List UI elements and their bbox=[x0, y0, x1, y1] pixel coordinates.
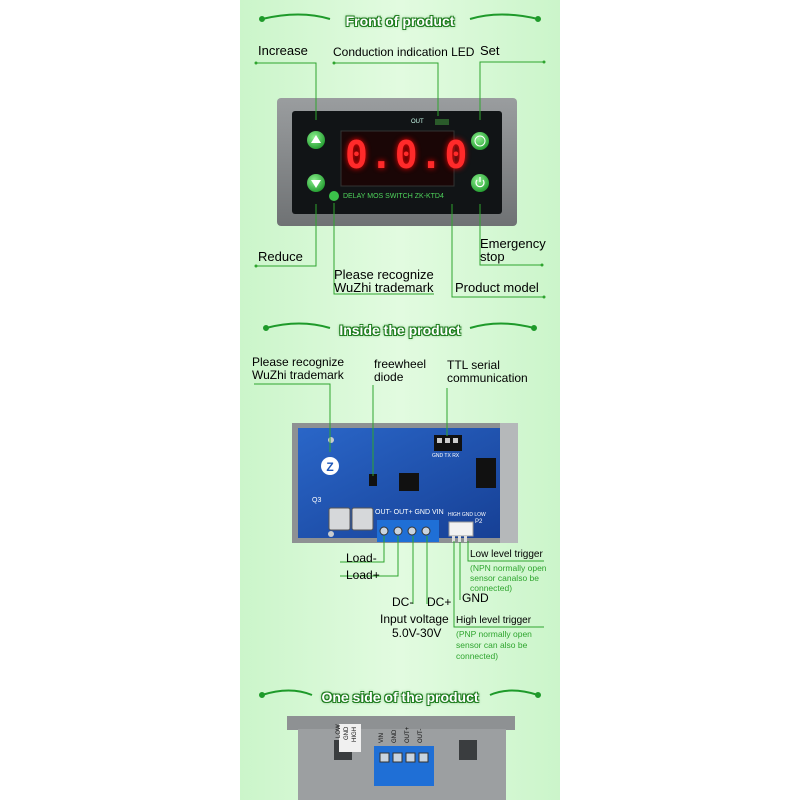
label-emergency-stop-line2: stop bbox=[480, 249, 505, 264]
label-reduce: Reduce bbox=[258, 249, 303, 264]
label-load-plus: Load+ bbox=[346, 568, 380, 582]
set-button[interactable] bbox=[471, 132, 489, 150]
side-label-out-minus: OUT- bbox=[418, 728, 424, 743]
emergency-stop-button[interactable] bbox=[471, 174, 489, 192]
model-text: DELAY MOS SWITCH ZK-KTD4 bbox=[343, 193, 444, 200]
front-callout-dots bbox=[254, 60, 546, 299]
p2-silkscreen: P2 bbox=[475, 519, 483, 525]
side-label-high: HIGH bbox=[352, 727, 358, 742]
led-display: 0.0.0 bbox=[345, 133, 470, 177]
label-ttl-line2: communication bbox=[447, 371, 528, 385]
header-ornament-side bbox=[259, 689, 541, 698]
ttl-pins-silkscreen: GND TX RX bbox=[432, 453, 460, 459]
increase-button[interactable] bbox=[307, 131, 325, 149]
label-product-model: Product model bbox=[455, 280, 539, 295]
side-label-out-plus: OUT+ bbox=[405, 726, 411, 743]
label-increase: Increase bbox=[258, 43, 308, 58]
side-label-low: LOW bbox=[336, 724, 342, 738]
label-input-voltage-line2: 5.0V-30V bbox=[392, 626, 442, 640]
high-trigger-note-line2: sensor can also be bbox=[456, 640, 528, 650]
low-trigger-note-line3: connected) bbox=[470, 583, 513, 593]
section-header-front-text: Front of product bbox=[345, 13, 455, 29]
label-low-level-trigger: Low level trigger bbox=[470, 549, 543, 560]
reduce-button[interactable] bbox=[307, 174, 325, 192]
q3-silkscreen: Q3 bbox=[312, 497, 322, 504]
label-high-level-trigger: High level trigger bbox=[456, 615, 532, 626]
label-emergency-stop-line1: Emergency bbox=[480, 236, 546, 251]
high-trigger-note-line3: connected) bbox=[456, 651, 499, 661]
label-trademark-line2: WuZhi trademark bbox=[334, 280, 434, 295]
label-gnd: GND bbox=[462, 591, 489, 605]
label-inside-trademark-line2: WuZhi trademark bbox=[252, 368, 344, 382]
label-dc-plus: DC+ bbox=[427, 595, 452, 609]
section-header-inside: Inside the product bbox=[260, 317, 540, 343]
label-load-minus: Load- bbox=[346, 551, 377, 565]
sensor-pins-silkscreen: HIGH GND LOW bbox=[448, 512, 486, 518]
svg-text:Z: Z bbox=[326, 460, 333, 474]
side-label-vin: VIN bbox=[379, 732, 385, 743]
front-device bbox=[277, 98, 517, 226]
low-trigger-note-line2: sensor canalso be bbox=[470, 573, 539, 583]
terminal-silkscreen: OUT- OUT+ GND VIN bbox=[375, 509, 444, 516]
side-label-gnd2: GND bbox=[392, 729, 398, 743]
out-indicator-label: OUT bbox=[411, 119, 424, 125]
label-ttl-line1: TTL serial bbox=[447, 358, 500, 372]
inside-board: Z bbox=[292, 423, 518, 543]
section-header-side-text: One side of the product bbox=[321, 689, 479, 705]
label-freewheel-line2: diode bbox=[374, 370, 404, 384]
label-input-voltage-line1: Input voltage bbox=[380, 612, 449, 626]
label-set: Set bbox=[480, 43, 500, 58]
section-header-front: Front of product bbox=[260, 8, 540, 34]
section-header-inside-text: Inside the product bbox=[339, 322, 461, 338]
label-conduction-led: Conduction indication LED bbox=[333, 45, 475, 59]
header-ornament-inside bbox=[263, 322, 537, 331]
side-device bbox=[287, 716, 515, 800]
inside-callout-lines bbox=[254, 383, 544, 628]
label-trademark-line1: Please recognize bbox=[334, 267, 434, 282]
side-label-gnd: GND bbox=[344, 726, 350, 740]
header-ornament-front bbox=[259, 13, 541, 22]
label-inside-trademark-line1: Please recognize bbox=[252, 355, 345, 369]
section-header-side: One side of the product bbox=[260, 684, 540, 710]
high-trigger-note-line1: (PNP normally open bbox=[456, 629, 532, 639]
low-trigger-note-line1: (NPN normally open bbox=[470, 563, 547, 573]
label-dc-minus: DC- bbox=[392, 595, 414, 609]
label-freewheel-line1: freewheel bbox=[374, 357, 427, 371]
front-callout-lines bbox=[256, 61, 544, 298]
